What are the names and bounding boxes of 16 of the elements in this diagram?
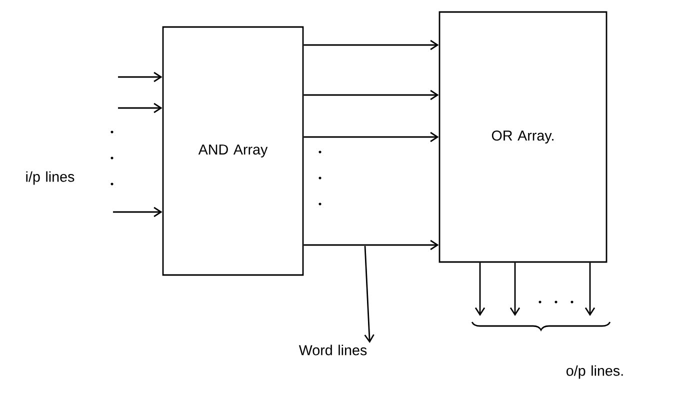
label-text: o/p lines. — [566, 365, 623, 379]
word-line-arrow — [304, 240, 439, 250]
output-arrow — [584, 262, 596, 316]
leader-text: Word lines — [298, 344, 367, 356]
input-arrow — [118, 72, 162, 82]
leader-line — [364, 246, 374, 344]
array-box: OR Array. — [438, 11, 608, 263]
label-text: i/p lines — [26, 171, 74, 185]
word-line-arrow — [304, 40, 439, 50]
input-arrow — [113, 206, 162, 218]
output-arrow — [510, 262, 520, 316]
input-arrow — [118, 102, 162, 114]
output-arrow — [474, 262, 486, 316]
array-box: AND Array — [162, 26, 304, 276]
word-line-arrow — [304, 132, 439, 142]
word-line-arrow — [304, 90, 439, 100]
